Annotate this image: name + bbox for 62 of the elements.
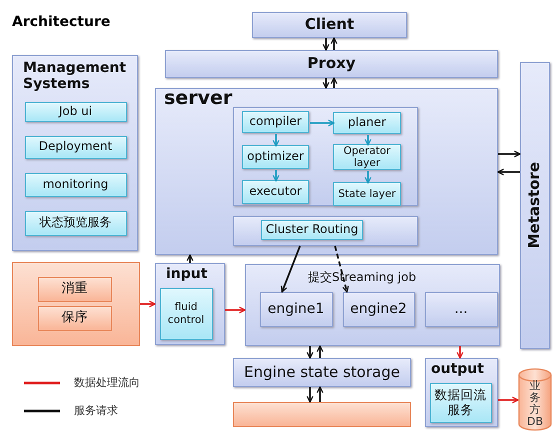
arrow: [272, 134, 280, 147]
title: Architecture: [12, 14, 110, 30]
legend-label: 服务请求: [74, 403, 118, 418]
heading: output: [431, 361, 484, 377]
process-box: Proxy: [165, 50, 498, 78]
process-box: 消重: [38, 276, 112, 302]
panel: [232, 106, 418, 206]
arrow: [498, 150, 521, 158]
database-cylinder: 业务方DB: [518, 368, 552, 431]
process-box: State layer: [333, 182, 401, 206]
process-box: Operator layer: [333, 144, 401, 170]
process-box: Job ui: [24, 102, 126, 122]
process-box: planer: [333, 112, 401, 134]
process-box: 保序: [38, 306, 112, 330]
arrow: [316, 386, 324, 402]
process-box: 状态预览服务: [24, 210, 126, 236]
heading: 提交Streaming job: [308, 269, 416, 286]
arrow: [140, 300, 156, 308]
process-box: optimizer: [242, 145, 309, 169]
process-box: engine2: [342, 292, 414, 326]
arrow: [456, 346, 464, 359]
panel: [12, 55, 138, 251]
panel: [232, 216, 418, 246]
process-box: compiler: [242, 111, 309, 133]
process-box: executor: [242, 180, 309, 204]
arrow: [272, 170, 280, 182]
panel: [155, 263, 225, 345]
panel: [245, 264, 500, 346]
arrow: [330, 37, 338, 50]
process-box: ...: [424, 292, 498, 326]
arrow: [306, 346, 314, 359]
panel: [155, 88, 498, 255]
process-box: Engine state storage: [233, 358, 411, 387]
panel: [12, 262, 140, 346]
heading: input: [166, 266, 208, 282]
arrow: [280, 246, 301, 293]
heading: Management Systems: [23, 60, 128, 92]
arrow: [310, 120, 335, 126]
process-box: engine1: [260, 292, 332, 326]
arrow: [322, 78, 330, 89]
arrow: [364, 171, 372, 184]
process-box: 数据回流服务: [430, 382, 492, 422]
arrow: [225, 306, 246, 314]
arrow: [364, 135, 372, 146]
arrow: [330, 77, 338, 88]
arrow: [334, 246, 349, 293]
process-box: fluid control: [160, 288, 212, 340]
process-box: Cluster Routing: [261, 220, 363, 240]
metastore-bar: Metastore: [520, 62, 550, 349]
panel: [425, 358, 498, 427]
process-box: Deployment: [24, 136, 126, 158]
process-box: monitoring: [24, 172, 126, 196]
storage-box: [233, 402, 411, 427]
arrow: [306, 387, 314, 403]
arrow: [186, 254, 194, 263]
arrow: [498, 396, 519, 404]
arrow: [322, 38, 330, 51]
process-box: Client: [252, 12, 407, 38]
arrow: [316, 345, 324, 358]
arrow: [497, 168, 520, 176]
legend-label: 数据处理流向: [74, 375, 140, 390]
heading: server: [164, 87, 232, 109]
